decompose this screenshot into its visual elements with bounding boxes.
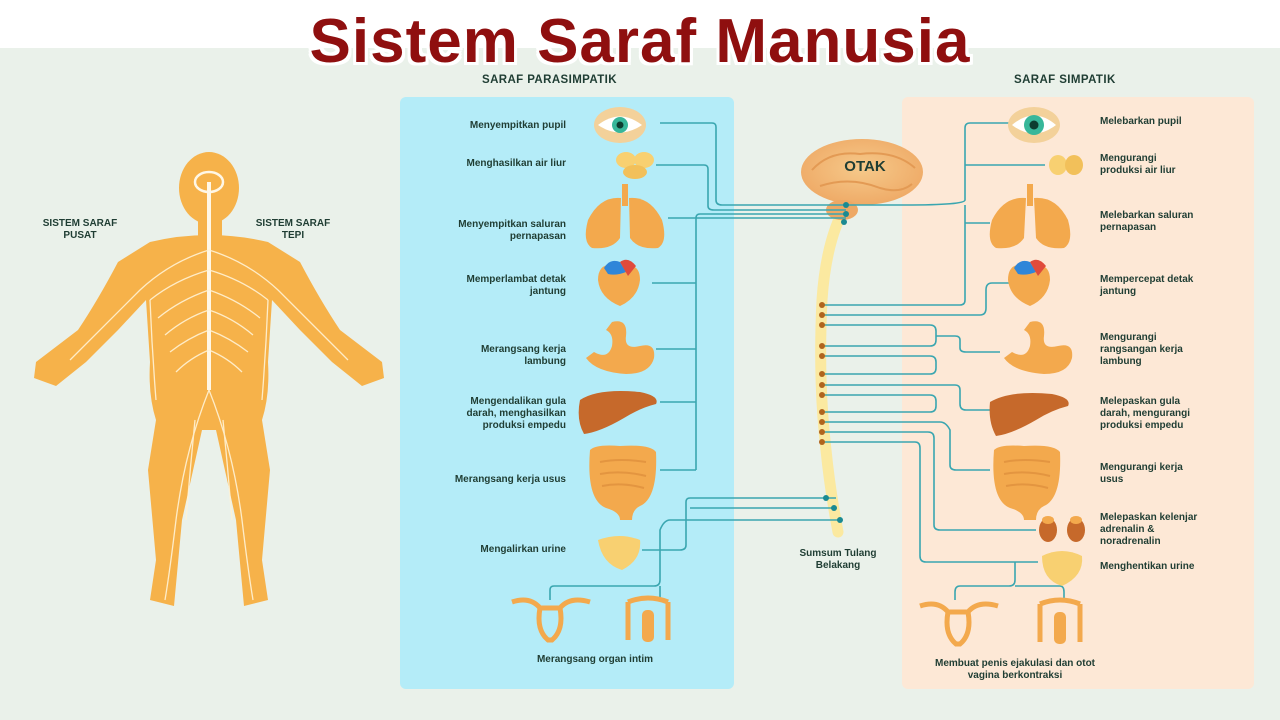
para-liver-icon xyxy=(578,391,657,434)
para-label-intestine: Merangsang kerja usus xyxy=(454,474,566,485)
simp-label-heart: Mempercepat detak jantung xyxy=(1100,274,1194,297)
simp-intestine-icon xyxy=(993,445,1061,520)
para-label-heart: Memperlambat detak jantung xyxy=(466,274,566,297)
simp-label-stomach: Mengurangi rangsangan kerja lambung xyxy=(1100,332,1183,367)
simp-male-organ-icon xyxy=(1037,597,1083,644)
para-intestine-icon xyxy=(589,445,657,520)
page-title: Sistem Saraf Manusia xyxy=(309,7,971,76)
simp-lungs-icon xyxy=(989,184,1071,249)
simp-label-urine: Menghentikan urine xyxy=(1100,561,1195,572)
sympathetic-heading: SARAF SIMPATIK xyxy=(1014,74,1116,86)
para-label-saliva: Menghasilkan air liur xyxy=(466,158,566,169)
simp-adrenal-gland-icon xyxy=(1039,516,1085,542)
simp-stomach-icon xyxy=(1004,321,1073,374)
simp-liver-icon xyxy=(989,393,1069,436)
simp-label-intimate-organ: Membuat penis ejakulasi dan otot vagina … xyxy=(934,658,1096,681)
para-bladder-icon xyxy=(598,536,641,570)
sympathetic-nerves xyxy=(822,122,1065,600)
simp-heart-icon xyxy=(1008,259,1050,306)
para-label-airway: Menyempitkan saluran pernapasan xyxy=(458,219,566,242)
simp-label-pupil: Melebarkan pupil xyxy=(1100,116,1182,127)
simp-eye-icon xyxy=(1008,107,1060,143)
para-label-intimate-organ: Merangsang organ intim xyxy=(536,654,654,665)
nerve-ganglia xyxy=(819,202,849,523)
para-label-pupil: Menyempitkan pupil xyxy=(469,120,566,131)
parasympathetic-heading: SARAF PARASIMPATIK xyxy=(482,74,617,86)
para-label-blood-sugar: Mengendalikan gula darah, menghasilkan p… xyxy=(466,396,566,431)
para-eye-icon xyxy=(594,107,646,143)
parasympathetic-panel xyxy=(400,97,734,689)
simp-label-airway: Melebarkan saluran pernapasan xyxy=(1100,210,1194,233)
simp-label-blood-sugar: Melepaskan gula darah, mengurangi produk… xyxy=(1100,396,1191,431)
para-stomach-icon xyxy=(586,321,655,374)
central-nervous-system-label: SISTEM SARAF PUSAT xyxy=(42,218,118,241)
simp-bladder-icon xyxy=(1042,551,1083,586)
para-lungs-icon xyxy=(585,184,665,249)
spinal-cord xyxy=(815,199,852,538)
para-male-organ-icon xyxy=(625,595,671,642)
para-female-organ-icon xyxy=(511,597,591,643)
para-label-stomach: Merangsang kerja lambung xyxy=(480,344,566,367)
human-body-figure xyxy=(34,152,384,606)
para-salivary-gland-icon xyxy=(616,152,654,179)
brain-icon xyxy=(801,139,923,220)
parasympathetic-nerves xyxy=(549,122,846,600)
para-heart-icon xyxy=(598,259,640,306)
para-label-urine: Mengalirkan urine xyxy=(480,544,566,555)
simp-female-organ-icon xyxy=(919,601,999,647)
spinal-cord-label: Sumsum Tulang Belakang xyxy=(799,548,877,571)
simp-salivary-gland-icon xyxy=(1049,155,1083,175)
simp-label-adrenaline: Melepaskan kelenjar adrenalin & noradren… xyxy=(1100,512,1198,547)
peripheral-nervous-system-label: SISTEM SARAF TEPI xyxy=(255,218,331,241)
brain-label: OTAK xyxy=(844,158,886,175)
simp-label-saliva: Mengurangi produksi air liur xyxy=(1100,153,1176,176)
simp-label-intestine: Mengurangi kerja usus xyxy=(1100,462,1183,485)
